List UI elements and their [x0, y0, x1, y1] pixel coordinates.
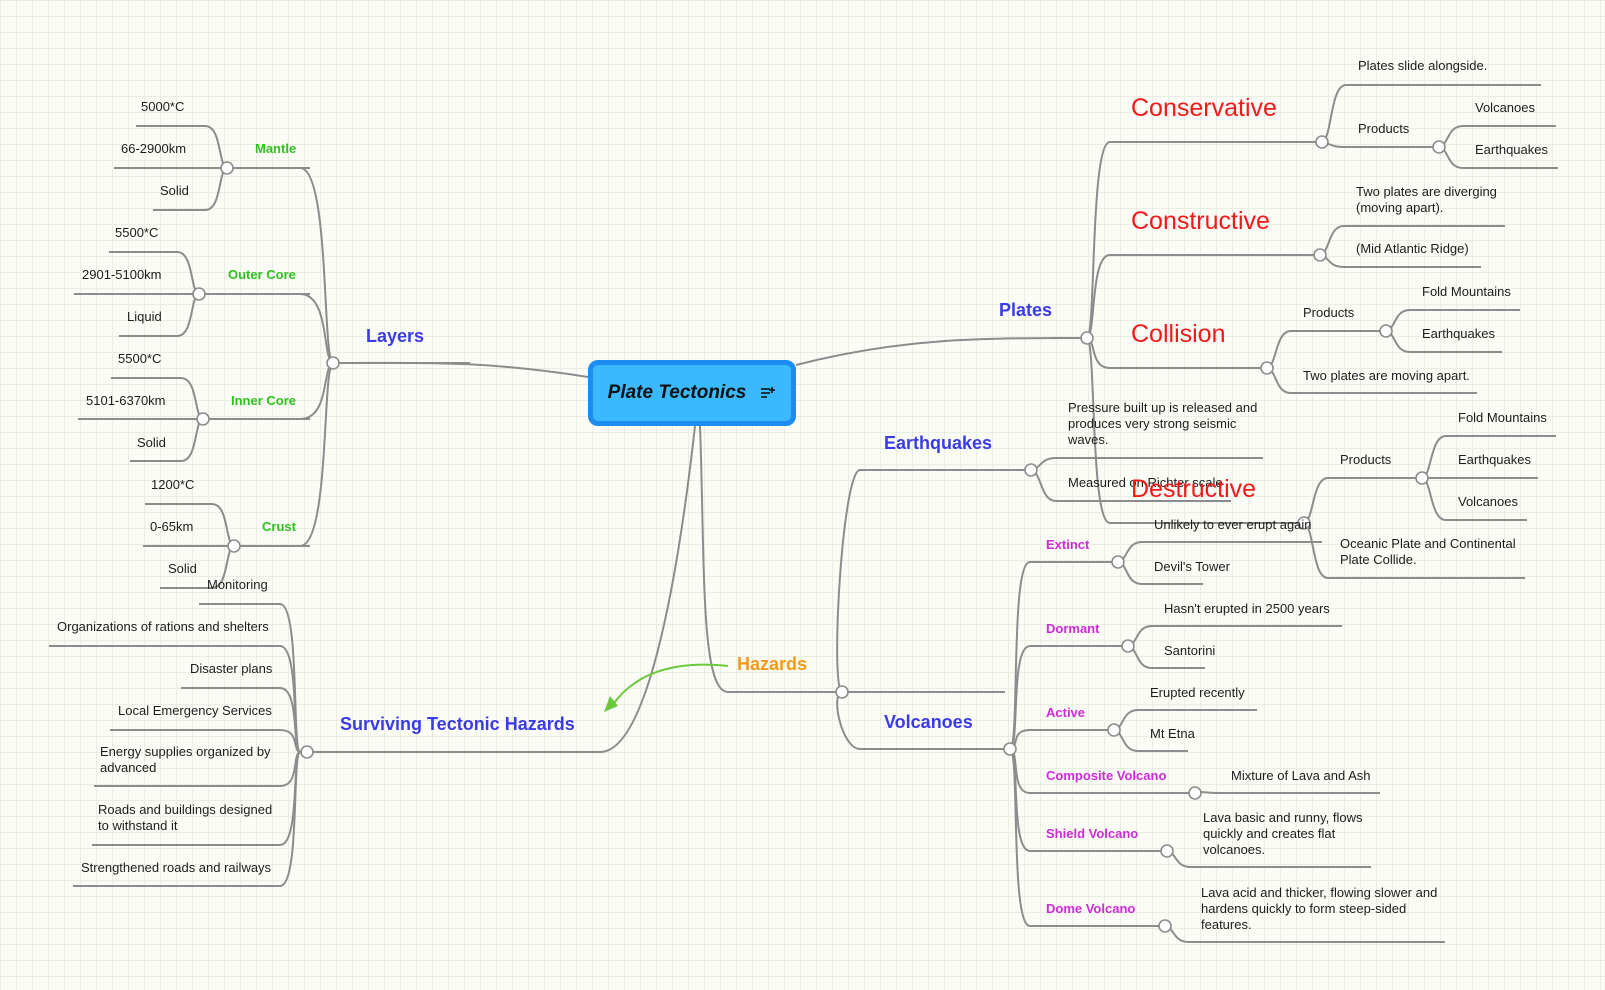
volcano-item[interactable]: Lava basic and runny, flows quickly and … [1203, 810, 1363, 857]
subtopic-active[interactable]: Active [1046, 705, 1086, 720]
surviving-item[interactable]: Energy supplies organized by advanced [100, 744, 271, 775]
plate-type-constructive[interactable]: Constructive [1131, 207, 1270, 235]
outer-core-item[interactable]: 2901-5100km [82, 267, 162, 282]
destructive-product[interactable]: Volcanoes [1458, 494, 1518, 509]
crust-item[interactable]: 1200*C [151, 477, 195, 492]
collision-products[interactable]: Products [1303, 305, 1355, 320]
destructive-product[interactable]: Fold Mountains [1458, 410, 1547, 425]
volcano-item[interactable]: Devil's Tower [1154, 559, 1230, 574]
surviving-item[interactable]: Roads and buildings designed to withstan… [98, 802, 273, 833]
surviving-item[interactable]: Disaster plans [190, 661, 273, 676]
conservative-products[interactable]: Products [1358, 121, 1410, 136]
subtopic-extinct[interactable]: Extinct [1046, 537, 1090, 552]
inner-core-item[interactable]: Solid [137, 435, 166, 450]
collision-item[interactable]: Two plates are moving apart. [1303, 368, 1470, 383]
volcano-item[interactable]: Unlikely to ever erupt again [1154, 517, 1312, 532]
branch-hazards[interactable]: Hazards [737, 654, 808, 674]
conservative-item[interactable]: Plates slide alongside. [1358, 58, 1488, 73]
plate-type-collision[interactable]: Collision [1131, 320, 1226, 348]
inner-core-item[interactable]: 5500*C [118, 351, 162, 366]
collision-product[interactable]: Earthquakes [1422, 326, 1495, 341]
root-topic-title: Plate Tectonics [607, 382, 747, 403]
crust-item[interactable]: Solid [168, 561, 197, 576]
subtopic-composite-volcano[interactable]: Composite Volcano [1046, 768, 1167, 783]
collision-product[interactable]: Fold Mountains [1422, 284, 1511, 299]
subtopic-outer-core[interactable]: Outer Core [228, 267, 296, 282]
volcano-item[interactable]: Mt Etna [1150, 726, 1195, 741]
conservative-product[interactable]: Earthquakes [1475, 142, 1548, 157]
destructive-item[interactable]: Oceanic Plate and Continental Plate Coll… [1340, 536, 1516, 567]
root-topic[interactable]: Plate Tectonics [588, 360, 796, 426]
mantle-item[interactable]: Solid [160, 183, 189, 198]
subtopic-shield-volcano[interactable]: Shield Volcano [1046, 826, 1139, 841]
volcano-item[interactable]: Erupted recently [1150, 685, 1245, 700]
constructive-item[interactable]: Two plates are diverging (moving apart). [1356, 184, 1497, 215]
branch-surviving-tectonic-hazards[interactable]: Surviving Tectonic Hazards [340, 714, 575, 734]
conservative-product[interactable]: Volcanoes [1475, 100, 1535, 115]
destructive-products[interactable]: Products [1340, 452, 1392, 467]
surviving-item[interactable]: Local Emergency Services [118, 703, 272, 718]
subtopic-crust[interactable]: Crust [262, 519, 296, 534]
outer-core-item[interactable]: 5500*C [115, 225, 159, 240]
inner-core-item[interactable]: 5101-6370km [86, 393, 166, 408]
volcano-item[interactable]: Lava acid and thicker, flowing slower an… [1201, 885, 1438, 932]
surviving-item[interactable]: Organizations of rations and shelters [57, 619, 269, 634]
volcano-item[interactable]: Santorini [1164, 643, 1216, 658]
notes-icon[interactable] [760, 386, 776, 400]
subtopic-mantle[interactable]: Mantle [255, 141, 297, 156]
mantle-item[interactable]: 5000*C [141, 99, 185, 114]
earthquakes-item[interactable]: Pressure built up is released and produc… [1068, 400, 1258, 447]
branch-layers[interactable]: Layers [366, 326, 425, 346]
plate-type-destructive[interactable]: Destructive [1131, 475, 1257, 503]
subtopic-dome-volcano[interactable]: Dome Volcano [1046, 901, 1136, 916]
earthquakes-item[interactable]: Measured on Richter scale [1068, 475, 1223, 490]
volcano-item[interactable]: Hasn't erupted in 2500 years [1164, 601, 1330, 616]
outer-core-item[interactable]: Liquid [127, 309, 162, 324]
crust-item[interactable]: 0-65km [150, 519, 194, 534]
mantle-item[interactable]: 66-2900km [121, 141, 187, 156]
subtopic-dormant[interactable]: Dormant [1046, 621, 1100, 636]
plate-type-conservative[interactable]: Conservative [1131, 94, 1277, 122]
subtopic-inner-core[interactable]: Inner Core [231, 393, 297, 408]
branch-earthquakes[interactable]: Earthquakes [884, 433, 993, 453]
branch-plates[interactable]: Plates [999, 300, 1053, 320]
destructive-product[interactable]: Earthquakes [1458, 452, 1531, 467]
volcano-item[interactable]: Mixture of Lava and Ash [1231, 768, 1371, 783]
surviving-item[interactable]: Monitoring [207, 577, 268, 592]
branch-volcanoes[interactable]: Volcanoes [884, 712, 973, 732]
constructive-item[interactable]: (Mid Atlantic Ridge) [1356, 241, 1469, 256]
surviving-item[interactable]: Strengthened roads and railways [81, 860, 272, 875]
